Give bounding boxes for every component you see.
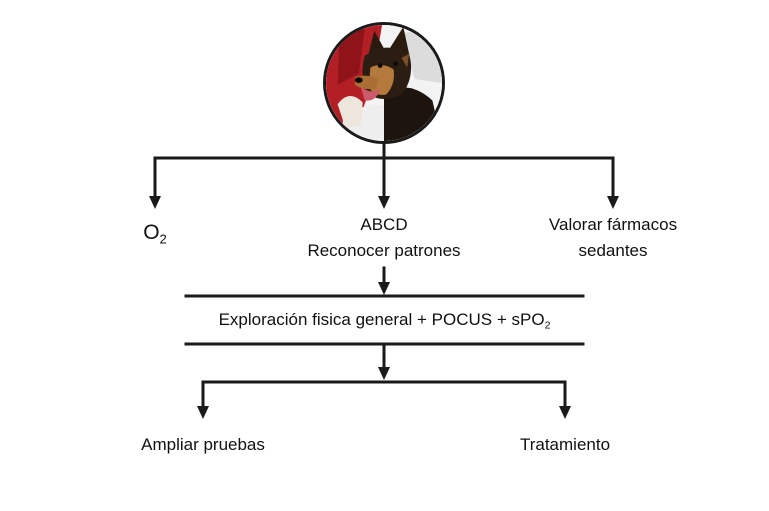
bottom-stem-arrowhead bbox=[378, 367, 390, 380]
sedatives-line1: Valorar fármacos bbox=[548, 215, 678, 234]
sedatives-arrowhead bbox=[607, 196, 619, 209]
dog-photo bbox=[323, 22, 445, 144]
abcd-title: ABCD bbox=[360, 215, 408, 234]
exploration-label: Exploración fisica general + POCUS + sPO bbox=[218, 310, 545, 329]
treatment-label: Tratamiento bbox=[519, 435, 611, 454]
abcd-subtitle: Reconocer patrones bbox=[307, 241, 461, 260]
oxygen-label: O bbox=[143, 221, 160, 244]
tests-label: Ampliar pruebas bbox=[141, 435, 265, 454]
tests-node: Ampliar pruebas bbox=[113, 434, 293, 456]
tests-arrowhead bbox=[197, 406, 209, 419]
exploration-subscript: 2 bbox=[544, 319, 551, 332]
sedatives-node: Valorar fármacos sedantes bbox=[518, 214, 708, 262]
abcd-node: ABCD Reconocer patrones bbox=[284, 214, 484, 262]
oxygen-arrowhead bbox=[149, 196, 161, 209]
oxygen-node: O2 bbox=[120, 221, 190, 247]
exploration-arrowhead bbox=[378, 282, 390, 295]
treatment-node: Tratamiento bbox=[490, 434, 640, 456]
german-shepherd-dog-illustration bbox=[326, 25, 442, 141]
oxygen-subscript: 2 bbox=[159, 231, 167, 247]
exploration-node: Exploración fisica general + POCUS + sPO… bbox=[186, 309, 583, 331]
abcd-arrowhead bbox=[378, 196, 390, 209]
treatment-arrowhead bbox=[559, 406, 571, 419]
sedatives-line2: sedantes bbox=[578, 241, 648, 260]
